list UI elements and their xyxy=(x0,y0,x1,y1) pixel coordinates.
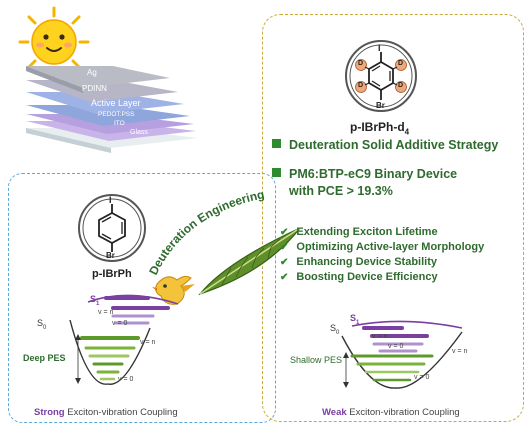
left-pes-caption-rest: Exciton-vibration Coupling xyxy=(64,407,178,418)
layer-label-pdinn: PDINN xyxy=(82,84,107,93)
strategy-line: Deuteration Solid Additive Strategy xyxy=(272,138,498,152)
feature-3: ✔ Enhancing Device Stability xyxy=(280,256,437,268)
feature-4: ✔ Boosting Device Efficiency xyxy=(280,271,438,283)
device-line-2: with PCE > 19.3% xyxy=(289,184,393,198)
left-molecule-atom-bottom: Br xyxy=(106,251,115,260)
left-pes-v0: v = 0 xyxy=(112,320,128,327)
device-stack xyxy=(26,66,198,153)
left-pes-vn-2: v = n xyxy=(140,339,156,346)
left-pes-diagram xyxy=(69,294,179,385)
feature-1: ✔ Extending Exciton Lifetime xyxy=(280,226,438,238)
right-molecule-name-text: p-IBrPh-d xyxy=(350,120,405,134)
right-pes-s0-sub: 0 xyxy=(336,329,340,336)
right-pes-depth-label: Shallow PES xyxy=(290,355,343,365)
left-pes-s1-sub: 1 xyxy=(96,300,100,307)
layer-label-ag: Ag xyxy=(87,68,97,77)
right-pes-vn: v = n xyxy=(372,333,388,340)
right-pes-vn-2: v = n xyxy=(452,348,468,355)
feature-2-text: Optimizing Active-layer Morphology xyxy=(296,241,485,253)
right-molecule-name-sub: 4 xyxy=(404,127,410,137)
right-molecule-name: p-IBrPh-d4 xyxy=(350,120,409,136)
feature-4-text: Boosting Device Efficiency xyxy=(296,271,438,283)
bird-icon xyxy=(152,275,195,305)
left-pes-vn: v = n xyxy=(98,309,114,316)
layer-label-ito: ITO xyxy=(114,120,125,127)
right-molecule-atom-d2: D xyxy=(398,60,404,67)
right-pes-s0-text: S xyxy=(330,323,337,333)
left-pes-caption: Strong Exciton-vibration Coupling xyxy=(34,407,178,418)
right-molecule-atom-bottom: Br xyxy=(376,101,385,110)
left-pes-s0-text: S xyxy=(37,318,44,328)
right-pes-v0: v = 0 xyxy=(388,343,404,350)
leaf-icon xyxy=(198,227,301,296)
right-pes-v0-2: v = 0 xyxy=(414,374,430,381)
layer-label-pedot: PEDOT:PSS xyxy=(98,111,135,118)
device-line: PM6:BTP-eC9 Binary Device xyxy=(272,167,457,181)
left-pes-v0-2: v = 0 xyxy=(118,376,134,383)
right-pes-s1-text: S xyxy=(350,313,357,323)
right-pes-s1: S1 xyxy=(350,313,359,326)
right-pes-caption-rest: Exciton-vibration Coupling xyxy=(346,407,460,418)
left-panel xyxy=(8,173,276,423)
check-icon: ✔ xyxy=(280,257,289,268)
device-text-1: PM6:BTP-eC9 Binary Device xyxy=(289,167,458,181)
left-pes-s1: S1 xyxy=(90,294,99,307)
check-icon: ✔ xyxy=(280,272,289,283)
check-icon: ✔ xyxy=(280,242,289,253)
right-molecule-atom-d3: D xyxy=(358,82,364,89)
left-molecule-name: p-IBrPh xyxy=(92,268,132,280)
feature-2: ✔ Optimizing Active-layer Morphology xyxy=(280,241,484,253)
check-icon: ✔ xyxy=(280,227,289,238)
right-pes-caption: Weak Exciton-vibration Coupling xyxy=(322,407,460,418)
feature-3-text: Enhancing Device Stability xyxy=(296,256,437,268)
strategy-text: Deuteration Solid Additive Strategy xyxy=(289,138,499,152)
right-pes-diagram xyxy=(341,320,463,389)
left-pes-s0: S0 xyxy=(37,318,46,331)
left-molecule-atom-top: I xyxy=(109,195,112,205)
strategy-bullet xyxy=(272,139,281,148)
right-pes-s1-sub: 1 xyxy=(356,319,360,326)
left-pes-caption-bold: Strong xyxy=(34,407,65,418)
right-molecule-atom-d4: D xyxy=(398,82,404,89)
left-pes-depth-label: Deep PES xyxy=(23,353,66,363)
device-bullet xyxy=(272,168,281,177)
right-panel xyxy=(262,14,524,422)
left-pes-s0-sub: 0 xyxy=(43,324,47,331)
left-molecule xyxy=(78,194,146,262)
sun-icon xyxy=(18,6,90,78)
left-pes-s1-text: S xyxy=(90,294,97,304)
layer-label-glass: Glass xyxy=(130,129,148,136)
right-molecule-atom-top: I xyxy=(378,43,381,53)
right-pes-s0: S0 xyxy=(330,323,339,336)
feature-1-text: Extending Exciton Lifetime xyxy=(296,226,438,238)
layer-label-active: Active Layer xyxy=(91,98,141,108)
right-molecule xyxy=(345,40,417,112)
right-pes-caption-bold: Weak xyxy=(322,407,347,418)
right-molecule-atom-d1: D xyxy=(358,60,364,67)
